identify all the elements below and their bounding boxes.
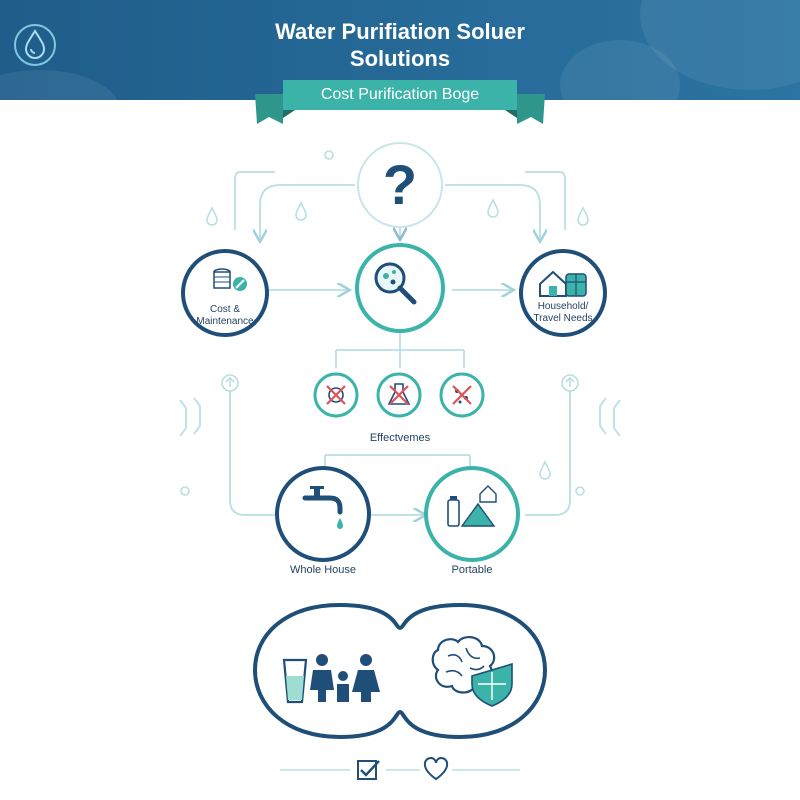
bottle-tent-icon bbox=[447, 485, 497, 527]
header-banner bbox=[0, 0, 800, 100]
connector-lines bbox=[179, 171, 621, 515]
cost-maintenance-label: Cost & Maintenance bbox=[190, 304, 260, 328]
question-icon: ? bbox=[383, 153, 417, 216]
ribbon-label: Cost Purification Boge bbox=[320, 86, 480, 103]
question-node: ? bbox=[357, 142, 443, 228]
cost-label-line-1: Cost & bbox=[209, 304, 240, 315]
heart-icon bbox=[423, 756, 449, 781]
flask-crossed-icon bbox=[376, 372, 422, 418]
contaminant-icons bbox=[313, 372, 485, 418]
magnifier-icon bbox=[374, 262, 417, 305]
effectiveness-label: Effectvemes bbox=[369, 432, 431, 444]
cost-label-line-2: Maintenance bbox=[196, 316, 254, 327]
outcome-panel bbox=[252, 602, 548, 740]
checkbox-icon bbox=[357, 760, 380, 780]
household-label-line-2: Travel Needs bbox=[533, 313, 593, 324]
decor-drops bbox=[206, 198, 589, 480]
house-luggage-icon bbox=[539, 270, 587, 297]
ribbon-banner bbox=[255, 80, 545, 124]
footer-icons bbox=[280, 756, 520, 781]
title-line-1: Water Purifiation Soluer bbox=[275, 19, 525, 44]
title-line-2: Solutions bbox=[349, 46, 451, 71]
household-travel-label: Household/ Travel Needs bbox=[523, 301, 603, 325]
magnifier-node bbox=[355, 243, 445, 333]
water-drop-logo-icon bbox=[14, 24, 56, 66]
brain-shield-icon bbox=[431, 636, 513, 707]
household-label-line-1: Household/ bbox=[537, 301, 589, 312]
decor-circles bbox=[180, 150, 585, 496]
portable-label: Portable bbox=[451, 564, 493, 576]
coins-wrench-icon bbox=[213, 268, 247, 291]
portable-node bbox=[424, 466, 520, 562]
cost-maintenance-node bbox=[181, 249, 269, 337]
faucet-icon bbox=[302, 486, 343, 529]
household-travel-node bbox=[519, 249, 607, 337]
page-title: Water Purifiation Soluer Solutions bbox=[200, 18, 600, 72]
whole-house-node bbox=[275, 466, 371, 562]
family-water-icon bbox=[282, 654, 380, 704]
whole-house-label: Whole House bbox=[289, 564, 357, 576]
bacteria-crossed-icon bbox=[313, 372, 359, 418]
particles-crossed-icon bbox=[439, 372, 485, 418]
